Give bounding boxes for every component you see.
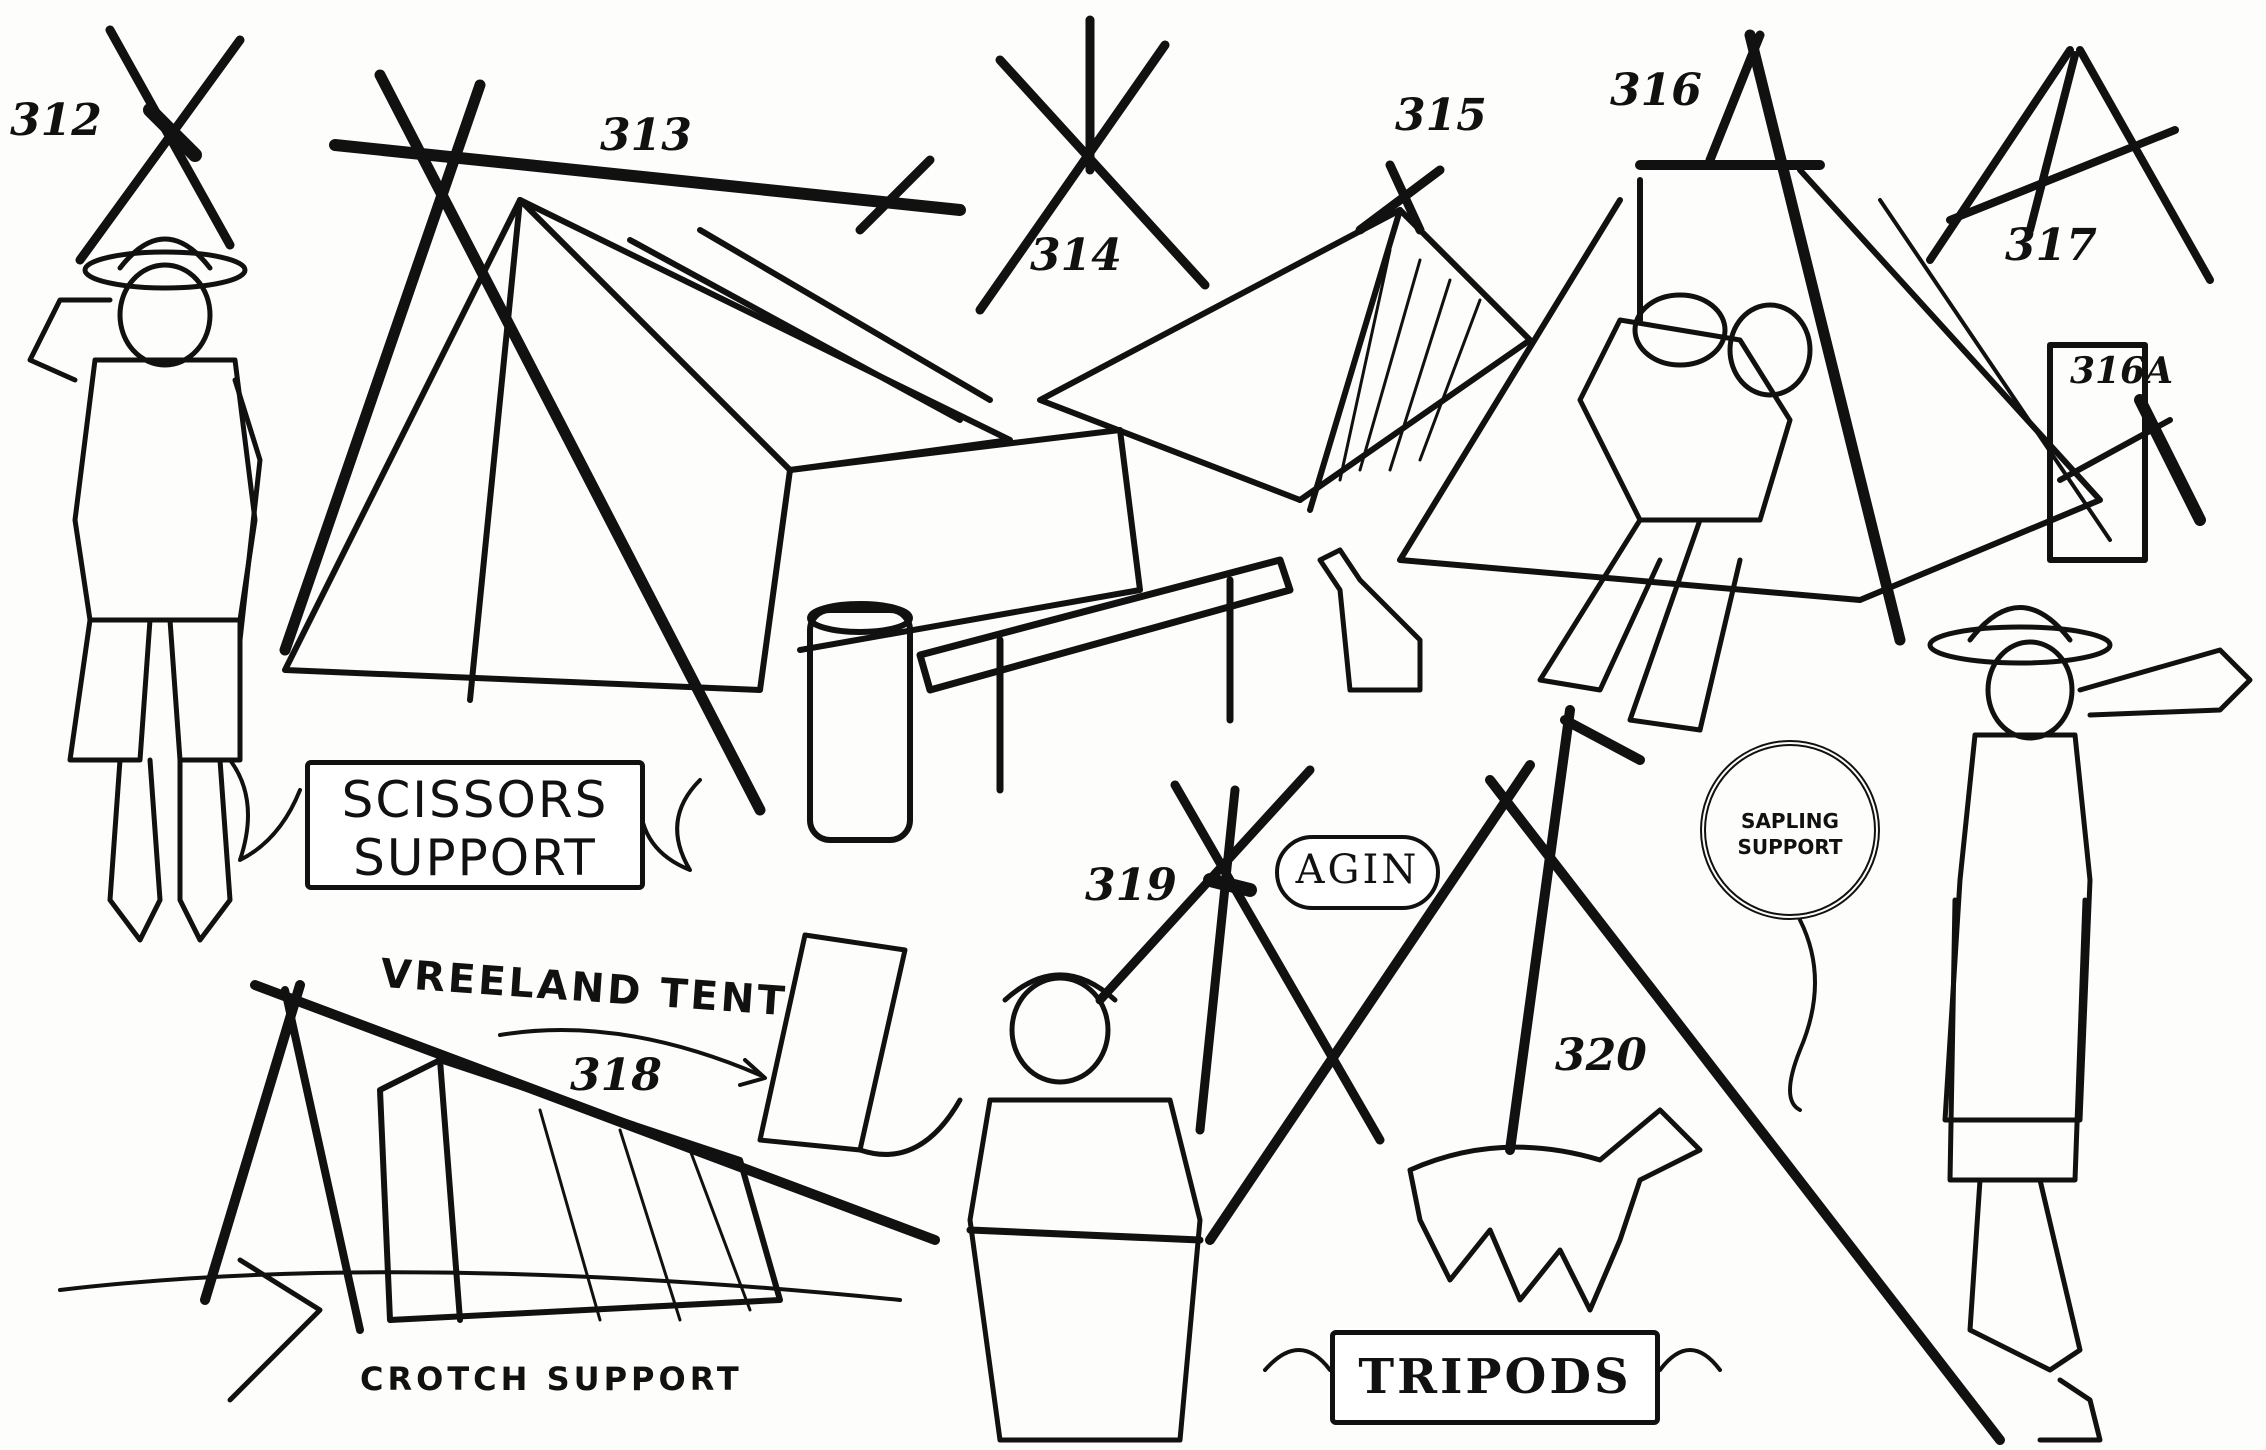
barrel [807, 601, 913, 843]
figure-number-318: 318 [570, 1050, 662, 1101]
tent-flap-318 [757, 932, 963, 1157]
tripods-label: TRIPODS [1358, 1349, 1632, 1405]
tepee-tent-316 [1397, 29, 2112, 646]
arrow-to-tent [498, 1028, 767, 1087]
figure-number-317: 317 [2005, 220, 2097, 271]
post-316a [2047, 342, 2206, 563]
dog-figure [1317, 547, 1423, 693]
crossed-poles-319 [1095, 765, 1385, 1145]
figure-number-319: 319 [1085, 860, 1177, 911]
tent-315 [1037, 160, 1533, 513]
figure-number-314: 314 [1030, 230, 1122, 281]
scout-figure-left [27, 236, 263, 943]
scissors-support-plaque: SCISSORS SUPPORT [305, 760, 645, 890]
tripods-plaque: TRIPODS [1330, 1330, 1660, 1425]
tripod-317 [1926, 46, 2214, 284]
agin-label: AGIN [1295, 847, 1420, 893]
wreath-decoration [228, 758, 1817, 1372]
support-label: SUPPORT [353, 829, 597, 887]
hiker-figure [1537, 292, 1813, 733]
figure-number-312: 312 [10, 95, 102, 146]
scissors-label: SCISSORS [341, 771, 609, 829]
crossed-poles-312 [75, 25, 245, 265]
log-bench [916, 556, 1294, 794]
crotch-support-caption: CROTCH SUPPORT [360, 1360, 743, 1398]
sapling-support-seal: SAPLING SUPPORT [1700, 740, 1880, 920]
tripods-320 [1205, 705, 2005, 1445]
a-frame-tent-313 [279, 69, 1143, 816]
figure-number-316: 316 [1610, 65, 1702, 116]
deer-figure [1407, 1107, 1703, 1313]
figure-number-320: 320 [1555, 1030, 1647, 1081]
figure-number-315: 315 [1395, 90, 1487, 141]
trapper-figure [966, 972, 1204, 1443]
bugler-scout-figure [1927, 605, 2253, 1443]
sapling-support-label: SAPLING SUPPORT [1737, 809, 1843, 859]
figure-number-313: 313 [600, 110, 692, 161]
agin-plaque: AGIN [1275, 835, 1440, 910]
figure-number-316a: 316A [2070, 350, 2174, 392]
crossed-poles-314 [975, 15, 1210, 315]
vreeland-tent-318 [58, 980, 940, 1403]
